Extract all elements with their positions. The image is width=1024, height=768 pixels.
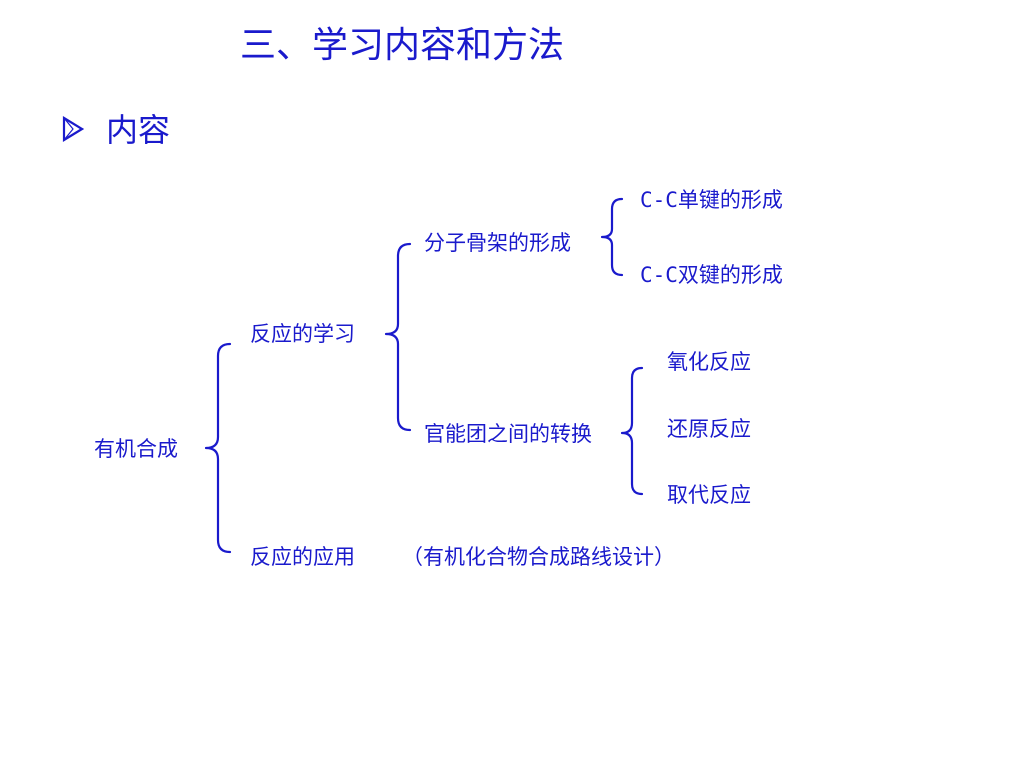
page-title: 三、学习内容和方法 [240,25,565,66]
node-reaction-application: 反应的应用 [250,545,355,569]
node-skeleton-formation: 分子骨架的形成 [424,231,571,255]
node-organic-synthesis: 有机合成 [94,437,178,461]
node-oxidation: 氧化反应 [667,350,751,374]
bracket-root [204,342,232,554]
node-functional-group-conversion: 官能团之间的转换 [424,422,592,446]
node-cc-double-bond: C-C双键的形成 [640,263,783,287]
bracket-functional-group [620,366,644,496]
node-reaction-study: 反应的学习 [250,322,355,346]
bracket-reaction-study [384,242,412,432]
section-heading: 内容 [106,111,171,149]
bracket-skeleton [600,197,624,277]
arrow-bullet-icon [62,116,84,142]
node-cc-single-bond: C-C单键的形成 [640,188,783,212]
node-reduction: 还原反应 [667,417,751,441]
node-reaction-application-note: （有机化合物合成路线设计） [402,545,675,569]
node-substitution: 取代反应 [667,483,751,507]
